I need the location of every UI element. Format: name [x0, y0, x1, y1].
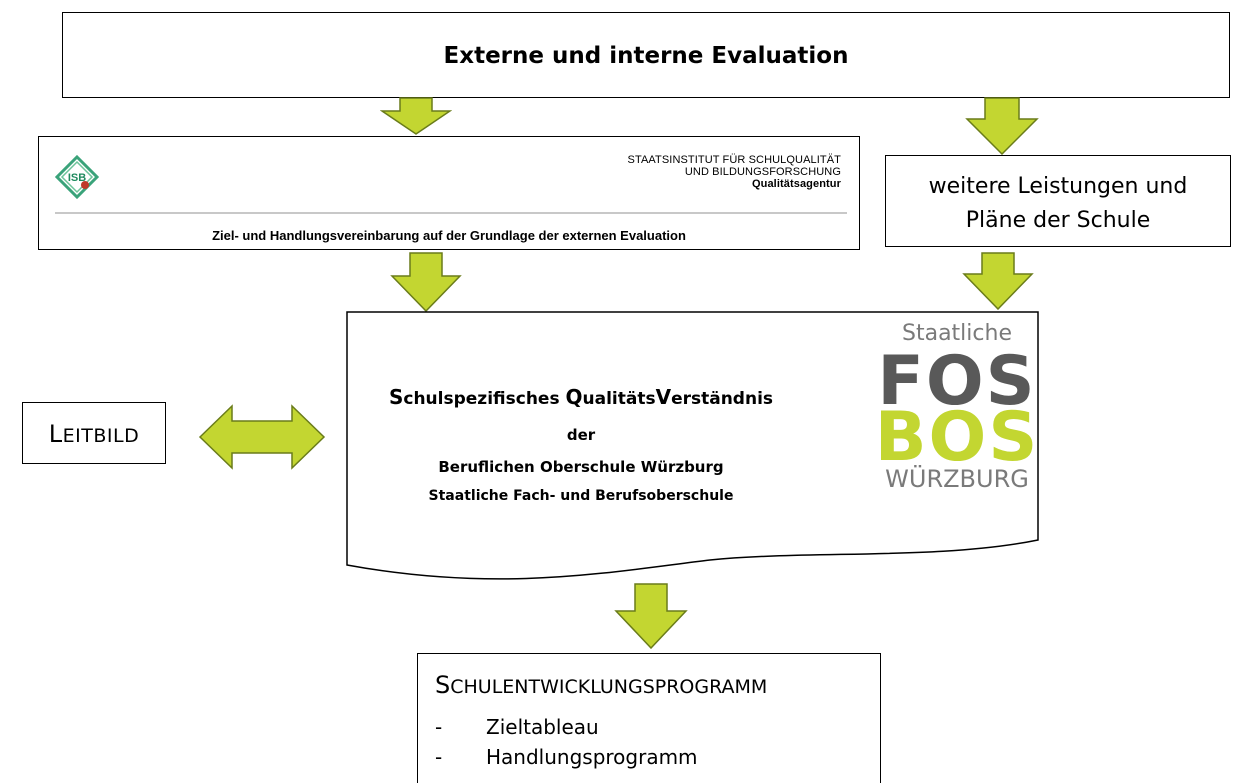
list-item-label: Handlungsprogramm: [486, 745, 698, 769]
zielvereinbarung-caption: Ziel- und Handlungsvereinbarung auf der …: [212, 228, 686, 243]
arrow-down-weitere-to-doc: [962, 252, 1034, 310]
sep-title-rest: CHULENTWICKLUNGSPROGRAMM: [450, 676, 768, 698]
list-item: - Zieltableau: [435, 715, 599, 739]
arrow-down-to-isb: [380, 97, 452, 135]
weitere-leistungen-box: weitere Leistungen und Pläne der Schule: [885, 155, 1231, 247]
logo-staatliche: Staatliche: [902, 321, 1012, 346]
list-bullet: -: [435, 715, 443, 739]
isb-header: STAATSINSTITUT FÜR SCHULQUALITÄT UND BIL…: [628, 154, 841, 190]
zielvereinbarung-box: ISB STAATSINSTITUT FÜR SCHULQUALITÄT UND…: [38, 136, 860, 250]
qualitaetsverstaendnis-document-shape: [346, 311, 1039, 580]
isb-header-line2: UND BILDUNGSFORSCHUNG: [684, 166, 841, 178]
leitbild-initial: L: [48, 420, 63, 448]
leitbild-label: LEITBILD: [23, 420, 165, 448]
isb-header-line1: STAATSINSTITUT FÜR SCHULQUALITÄT: [627, 154, 841, 166]
logo-wuerzburg: WÜRZBURG: [885, 464, 1029, 493]
isb-header-line3: Qualitätsagentur: [751, 178, 841, 190]
weitere-leistungen-text: weitere Leistungen und Pläne der Schule: [886, 170, 1230, 238]
doc-line-school-type: Staatliche Fach- und Berufsoberschule: [428, 488, 734, 504]
weitere-line1: weitere Leistungen und: [928, 174, 1188, 199]
sep-title-initial: S: [435, 671, 451, 699]
qualitaetsverstaendnis-title: Schulspezifisches QualitätsVerständnis: [370, 385, 792, 409]
title-part-1: chulspezifisches: [403, 389, 566, 409]
title-initial-q: Q: [565, 385, 583, 409]
fosbos-wuerzburg-logo: Staatliche FOS BOS WÜRZBURG: [875, 321, 1039, 493]
logo-fos: FOS: [877, 342, 1036, 421]
double-arrow-leitbild: [198, 404, 326, 470]
title-part-2: ualitäts: [582, 389, 656, 409]
list-item: - Handlungsprogramm: [435, 745, 698, 769]
arrow-down-to-weitere: [965, 97, 1039, 155]
external-internal-evaluation-box: Externe und interne Evaluation: [62, 12, 1230, 98]
evaluation-title: Externe und interne Evaluation: [443, 43, 849, 69]
isb-logo-icon: ISB: [55, 155, 99, 199]
list-item-label: Zieltableau: [486, 715, 599, 739]
arrow-down-doc-to-programm: [614, 583, 688, 649]
isb-logo-text: ISB: [68, 172, 86, 184]
doc-line-der: der: [566, 426, 596, 444]
logo-bos: BOS: [875, 398, 1039, 477]
title-part-3: erständnis: [671, 389, 774, 409]
title-initial-s: S: [388, 385, 404, 409]
title-initial-v: V: [655, 385, 672, 409]
isb-divider: [55, 212, 847, 214]
doc-line-school: Beruflichen Oberschule Würzburg: [438, 458, 724, 476]
weitere-line2: Pläne der Schule: [965, 208, 1151, 233]
leitbild-box: LEITBILD: [22, 402, 166, 464]
schulentwicklungsprogramm-title: SCHULENTWICKLUNGSPROGRAMM: [435, 671, 767, 699]
arrow-down-isb-to-doc: [390, 252, 462, 312]
schulentwicklungsprogramm-box: SCHULENTWICKLUNGSPROGRAMM - Zieltableau -…: [417, 653, 881, 783]
list-bullet: -: [435, 745, 443, 769]
leitbild-rest: EITBILD: [62, 425, 140, 447]
